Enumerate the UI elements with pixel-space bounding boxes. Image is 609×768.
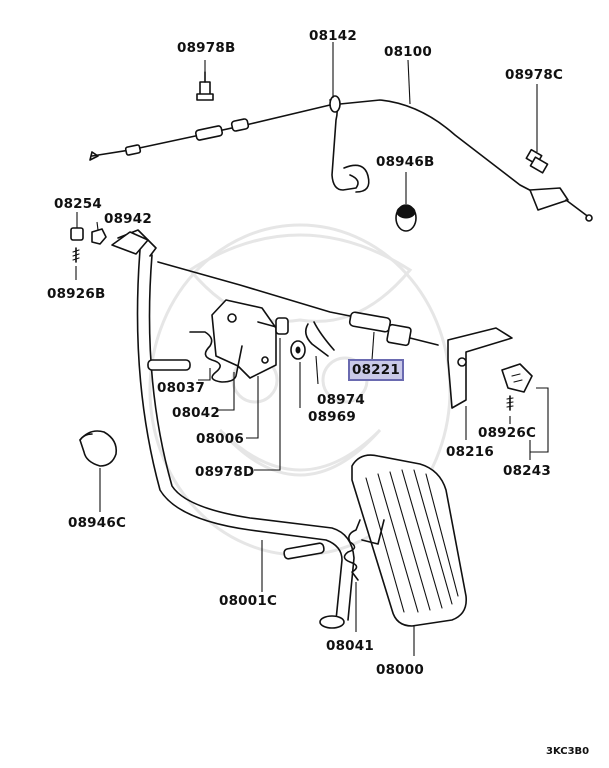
- pedal-pad-08000[interactable]: [351, 454, 468, 627]
- grommet-08946B[interactable]: [395, 204, 417, 232]
- bolt-08978D[interactable]: [257, 317, 289, 335]
- pedal-arm-08001C[interactable]: [111, 229, 355, 629]
- bushing-08254[interactable]: [70, 227, 84, 241]
- label-08969[interactable]: 08969: [308, 409, 356, 425]
- label-08042[interactable]: 08042: [172, 405, 220, 421]
- label-08000[interactable]: 08000: [376, 662, 424, 678]
- spring-08041[interactable]: [343, 519, 361, 581]
- screw-08926B[interactable]: [72, 247, 80, 263]
- bolt-08978B[interactable]: [196, 71, 214, 101]
- label-08978B[interactable]: 08978B: [177, 40, 236, 56]
- label-08946C[interactable]: 08946C: [68, 515, 127, 531]
- label-08946B[interactable]: 08946B: [376, 154, 435, 170]
- label-08942[interactable]: 08942: [104, 211, 152, 227]
- label-08100[interactable]: 08100: [384, 44, 432, 60]
- bolt-08978C[interactable]: [525, 148, 549, 174]
- label-08254[interactable]: 08254: [54, 196, 102, 212]
- label-08041[interactable]: 08041: [326, 638, 374, 654]
- nut-08942[interactable]: [91, 228, 107, 245]
- label-08037[interactable]: 08037: [157, 380, 205, 396]
- diagram-code: 3KC3B0: [546, 746, 590, 757]
- label-08001C[interactable]: 08001C: [219, 593, 278, 609]
- leader-lines: [75, 42, 549, 656]
- cap-08946C[interactable]: [79, 430, 118, 467]
- label-08926C[interactable]: 08926C: [478, 425, 537, 441]
- label-08221-highlighted[interactable]: 08221: [348, 359, 404, 381]
- cotter-pin-08974[interactable]: [304, 321, 335, 357]
- label-08974[interactable]: 08974: [317, 392, 365, 408]
- screw-08926C[interactable]: [506, 395, 514, 411]
- label-08216[interactable]: 08216: [446, 444, 494, 460]
- label-08243[interactable]: 08243: [503, 463, 551, 479]
- label-08142[interactable]: 08142: [309, 28, 357, 44]
- washer-08969[interactable]: [290, 340, 306, 360]
- clip-08142[interactable]: [329, 95, 370, 193]
- label-08926B[interactable]: 08926B: [47, 286, 106, 302]
- spring-08042[interactable]: [189, 331, 243, 383]
- stopper-08243[interactable]: [501, 363, 533, 393]
- accel-cable-08221[interactable]: [157, 261, 439, 347]
- cable-08100[interactable]: [89, 99, 593, 222]
- label-08006[interactable]: 08006: [196, 431, 244, 447]
- label-08978D[interactable]: 08978D: [195, 464, 255, 480]
- bracket-08216[interactable]: [447, 327, 513, 409]
- label-08978C[interactable]: 08978C: [505, 67, 564, 83]
- bracket-08006[interactable]: [211, 299, 277, 379]
